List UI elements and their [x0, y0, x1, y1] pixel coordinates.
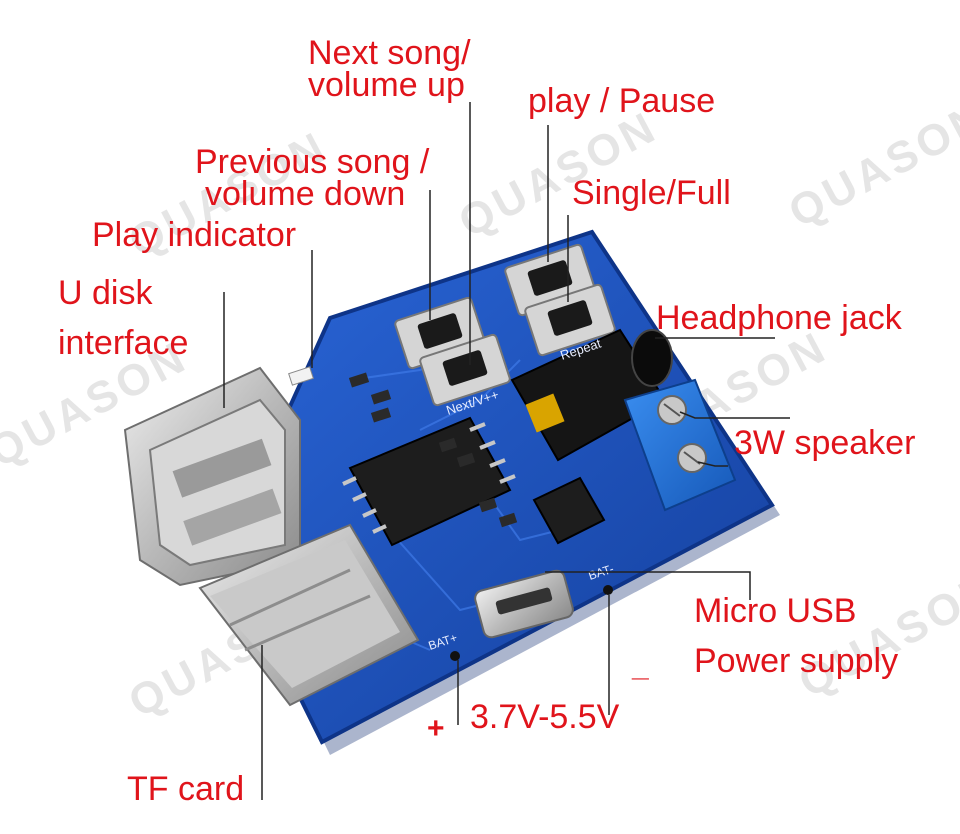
- screw-terminal: [623, 378, 737, 512]
- label-previous-song-line1: Previous song /: [195, 143, 430, 181]
- label-plus: +: [427, 712, 445, 745]
- label-headphone-jack: Headphone jack: [656, 299, 902, 337]
- usb-port: [123, 366, 301, 587]
- button-next: [419, 333, 511, 407]
- leader-lines: [223, 102, 790, 800]
- label-minus: _: [632, 650, 649, 683]
- label-micro-usb-line1: Micro USB: [694, 592, 857, 630]
- smd-components: [348, 372, 518, 528]
- label-next-song-line2: volume up: [308, 66, 465, 104]
- label-next-song-line1: Next song/: [308, 34, 471, 72]
- label-tf-card: TF card: [127, 770, 245, 808]
- micro-usb-port: [474, 569, 574, 639]
- label-previous-song-line2: volume down: [205, 175, 406, 213]
- bat-plus-pad: [450, 651, 460, 661]
- label-speaker: 3W speaker: [734, 424, 916, 462]
- label-micro-usb-line2: Power supply: [694, 642, 899, 680]
- button-repeat: [524, 283, 616, 357]
- tf-card-slot: [198, 523, 420, 707]
- label-play-pause: play / Pause: [528, 82, 716, 120]
- label-u-disk-line1: U disk: [58, 274, 153, 312]
- play-led: [288, 366, 314, 386]
- bat-minus-pad: [603, 585, 613, 595]
- amplifier-chip: [532, 476, 606, 545]
- label-play-indicator: Play indicator: [92, 216, 297, 254]
- label-u-disk-line2: interface: [58, 324, 189, 362]
- label-single-full: Single/Full: [572, 174, 731, 212]
- headphone-jack: [510, 328, 673, 462]
- decoder-chip: [342, 416, 516, 547]
- label-voltage: 3.7V-5.5V: [470, 698, 620, 736]
